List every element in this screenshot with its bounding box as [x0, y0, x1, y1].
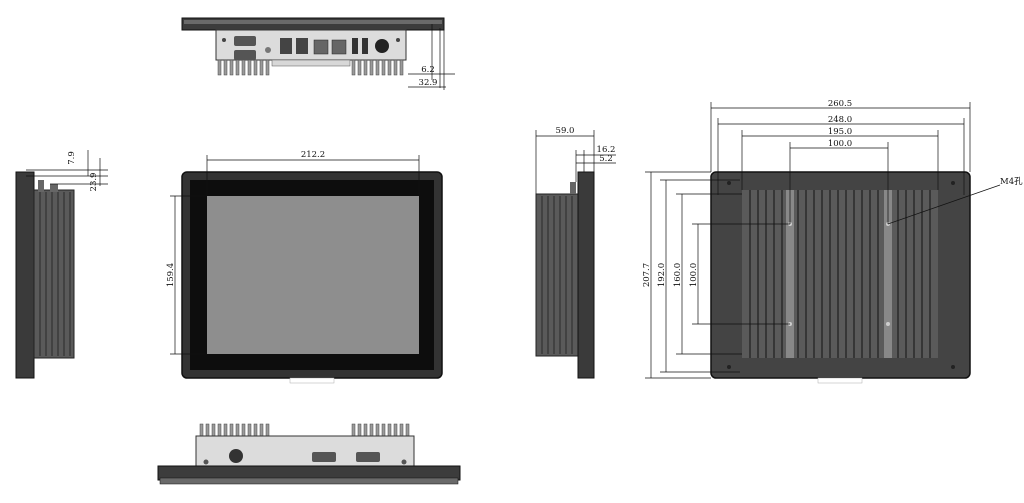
- rear-view-dims: [645, 102, 1001, 379]
- right-dim-a: 16.2: [597, 145, 616, 155]
- top-view-dims: [408, 24, 455, 90]
- bottom-view: [157, 423, 461, 485]
- left-side-view: [15, 171, 75, 379]
- left-dim-a: 7.9: [67, 151, 77, 165]
- rear-width-100: 100.0: [828, 139, 852, 149]
- rear-height-192: 192.0: [657, 263, 667, 287]
- right-side-dims: [535, 130, 616, 194]
- rear-height-160: 160.0: [673, 263, 683, 287]
- rear-height-100: 100.0: [689, 263, 699, 287]
- top-dim-a: 6.2: [421, 65, 435, 75]
- rear-overall-width: 260.5: [828, 99, 852, 109]
- rear-width-195: 195.0: [828, 127, 852, 137]
- right-side-view: [535, 171, 595, 379]
- front-width-dim: 212.2: [301, 150, 325, 160]
- rear-overall-height: 207.7: [642, 263, 652, 287]
- front-view-dims: [170, 155, 420, 355]
- right-dim-b: 5.2: [599, 154, 613, 164]
- top-dim-b: 32.9: [419, 78, 438, 88]
- front-view: [181, 171, 443, 384]
- screen-area: [207, 196, 419, 354]
- left-dim-b: 23.9: [89, 173, 99, 192]
- front-height-dim: 159.4: [166, 263, 176, 287]
- rear-view: [710, 171, 971, 384]
- left-side-dims: [26, 150, 108, 186]
- right-depth-dim: 59.0: [556, 126, 575, 136]
- rear-width-248: 248.0: [828, 115, 852, 125]
- top-view: [181, 17, 445, 76]
- screw-label: M4孔: [1000, 177, 1023, 187]
